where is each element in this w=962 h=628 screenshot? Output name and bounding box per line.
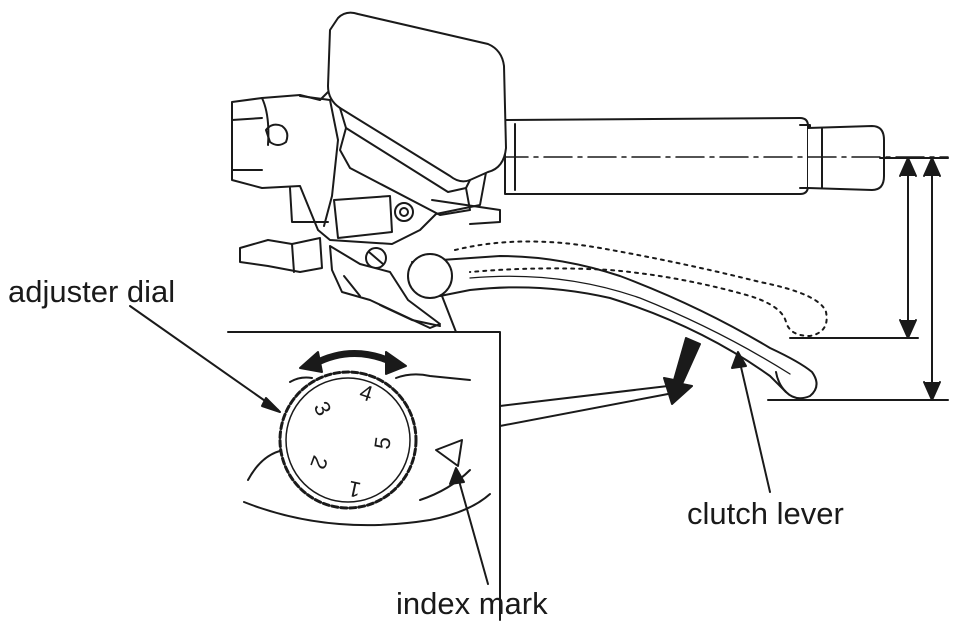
switch-housing bbox=[231, 11, 507, 269]
leader-adjuster bbox=[129, 305, 279, 411]
leader-clutch bbox=[737, 353, 771, 493]
dial-number-5: 5 bbox=[369, 435, 395, 451]
handlebar-grip bbox=[504, 117, 885, 195]
pivot-knob bbox=[407, 253, 453, 299]
label-index-mark: index mark bbox=[396, 586, 548, 621]
inset-frame bbox=[227, 331, 501, 621]
label-adjuster-dial: adjuster dial bbox=[8, 274, 176, 309]
leader-index bbox=[455, 469, 489, 585]
clutch-lever-shape bbox=[411, 255, 818, 400]
lever-pivot bbox=[239, 237, 441, 329]
dial-number-1: 1 bbox=[346, 476, 363, 503]
adjuster-dial-drawing bbox=[278, 370, 418, 510]
lever-alt-position bbox=[454, 240, 828, 337]
push-arrow-icon bbox=[663, 337, 701, 405]
rotate-arrow-icon bbox=[310, 350, 396, 368]
index-mark-triangle bbox=[435, 439, 463, 467]
label-clutch-lever: clutch lever bbox=[687, 496, 844, 531]
inset-zoom-line bbox=[441, 295, 457, 333]
